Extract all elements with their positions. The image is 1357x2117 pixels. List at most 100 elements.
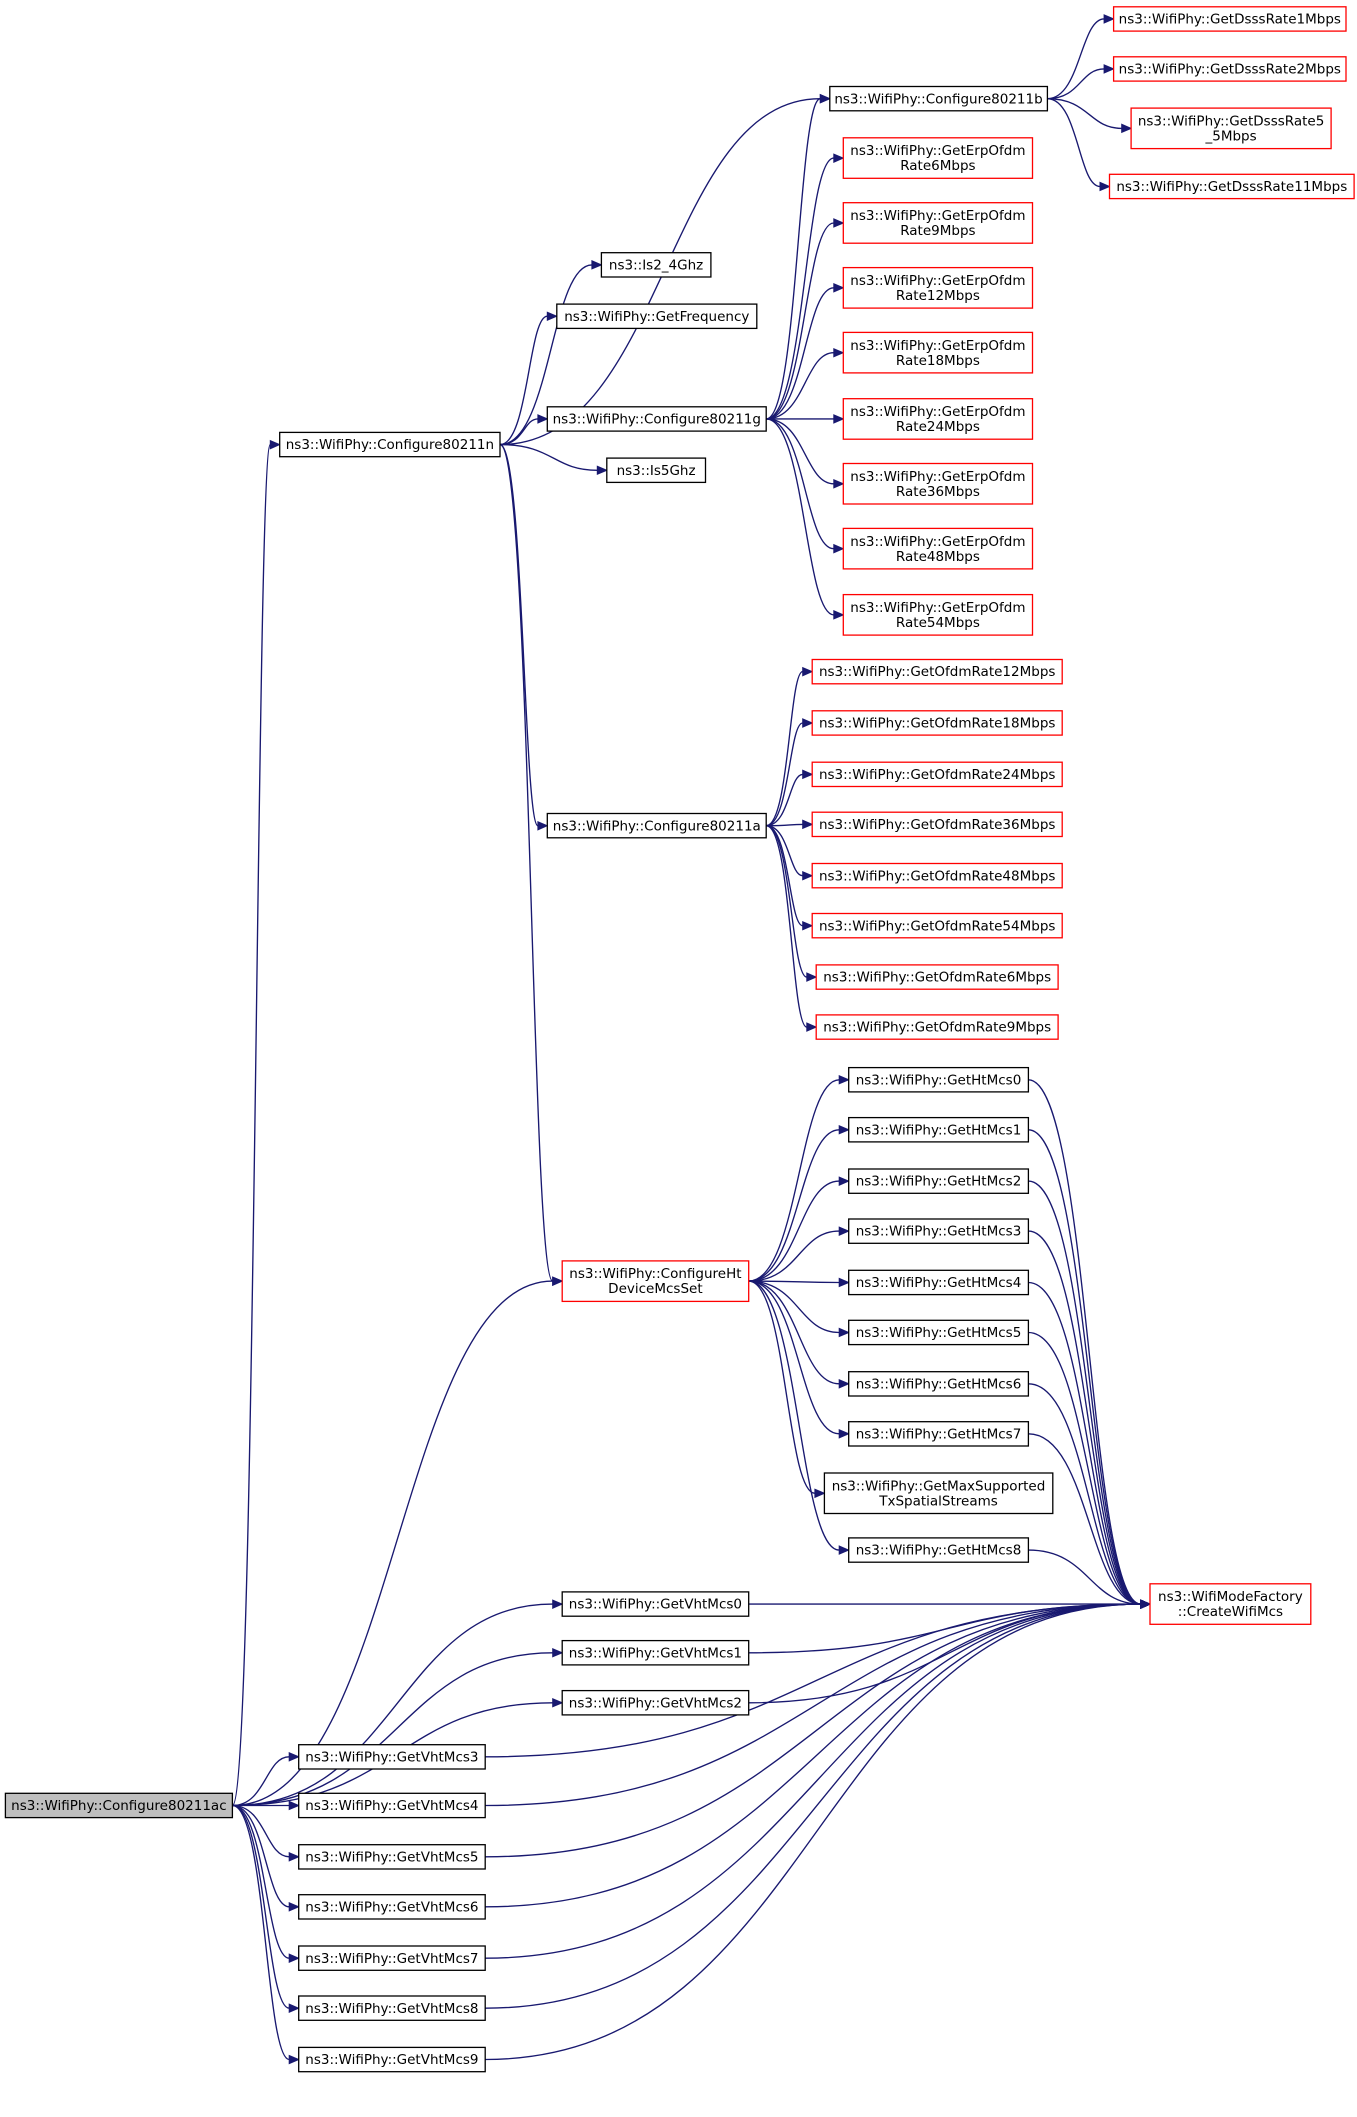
node-ht8[interactable]: ns3::WifiPhy::GetHtMcs8 xyxy=(848,1537,1030,1563)
node-label: TxSpatialStreams xyxy=(878,1493,998,1509)
node-vht8[interactable]: ns3::WifiPhy::GetVhtMcs8 xyxy=(298,1995,486,2021)
node-ht6[interactable]: ns3::WifiPhy::GetHtMcs6 xyxy=(848,1371,1030,1397)
node-vht2[interactable]: ns3::WifiPhy::GetVhtMcs2 xyxy=(561,1689,750,1716)
node-label: Rate54Mbps xyxy=(896,615,980,631)
node-c11ac[interactable]: ns3::WifiPhy::Configure80211ac xyxy=(4,1792,234,1819)
node-box xyxy=(1108,173,1355,200)
node-vht9[interactable]: ns3::WifiPhy::GetVhtMcs9 xyxy=(298,2046,486,2073)
node-box xyxy=(823,1472,1054,1515)
call-edge-cht-ht4 xyxy=(748,1277,850,1288)
edge-line xyxy=(766,287,834,420)
node-ht4[interactable]: ns3::WifiPhy::GetHtMcs4 xyxy=(848,1269,1030,1296)
node-maxtx[interactable]: ns3::WifiPhy::GetMaxSupportedTxSpatialSt… xyxy=(823,1472,1054,1515)
node-label: ns3::WifiPhy::GetHtMcs7 xyxy=(856,1426,1022,1442)
node-vht4[interactable]: ns3::WifiPhy::GetVhtMcs4 xyxy=(298,1792,486,1819)
arrowhead-icon xyxy=(833,543,845,554)
arrowhead-icon xyxy=(288,2003,300,2013)
node-dsss2[interactable]: ns3::WifiPhy::GetDsssRate2Mbps xyxy=(1112,56,1347,82)
node-ht3[interactable]: ns3::WifiPhy::GetHtMcs3 xyxy=(848,1218,1030,1244)
edge-line xyxy=(765,670,804,827)
node-box xyxy=(848,1421,1030,1447)
node-ht2[interactable]: ns3::WifiPhy::GetHtMcs2 xyxy=(848,1168,1030,1194)
node-ofdm48[interactable]: ns3::WifiPhy::GetOfdmRate48Mbps xyxy=(811,862,1063,889)
node-box xyxy=(815,1014,1059,1040)
node-c11a[interactable]: ns3::WifiPhy::Configure80211a xyxy=(546,812,767,839)
node-is5[interactable]: ns3::Is5Ghz xyxy=(606,457,707,484)
node-label: ns3::WifiPhy::GetOfdmRate36Mbps xyxy=(819,817,1056,833)
node-vht1[interactable]: ns3::WifiPhy::GetVhtMcs1 xyxy=(561,1639,750,1666)
call-edge-c11n-is24 xyxy=(499,260,603,446)
node-ht1[interactable]: ns3::WifiPhy::GetHtMcs1 xyxy=(848,1116,1030,1143)
node-ofdm9[interactable]: ns3::WifiPhy::GetOfdmRate9Mbps xyxy=(815,1014,1059,1040)
node-ofdm24[interactable]: ns3::WifiPhy::GetOfdmRate24Mbps xyxy=(811,761,1063,788)
arrowhead-icon xyxy=(288,1852,300,1862)
node-c11b[interactable]: ns3::WifiPhy::Configure80211b xyxy=(829,85,1049,112)
node-ofdm36[interactable]: ns3::WifiPhy::GetOfdmRate36Mbps xyxy=(811,811,1063,838)
edge-line xyxy=(748,1280,840,1551)
edge-line xyxy=(766,418,834,485)
node-box xyxy=(848,1218,1030,1244)
node-ht7[interactable]: ns3::WifiPhy::GetHtMcs7 xyxy=(848,1421,1030,1447)
edge-line xyxy=(1028,1129,1141,1605)
call-edge-cht-ht7 xyxy=(748,1280,850,1439)
node-box xyxy=(842,462,1034,505)
node-label: Rate18Mbps xyxy=(896,353,980,369)
node-label: ns3::WifiPhy::GetErpOfdm xyxy=(850,534,1025,550)
node-vht7[interactable]: ns3::WifiPhy::GetVhtMcs7 xyxy=(298,1945,486,1971)
edge-line xyxy=(1028,1079,1141,1605)
node-label: ns3::WifiPhy::GetErpOfdm xyxy=(850,338,1025,354)
node-c11g[interactable]: ns3::WifiPhy::Configure80211g xyxy=(546,406,767,432)
node-dsss1[interactable]: ns3::WifiPhy::GetDsssRate1Mbps xyxy=(1112,6,1347,32)
edge-line xyxy=(231,443,271,1807)
node-vht5[interactable]: ns3::WifiPhy::GetVhtMcs5 xyxy=(298,1844,486,1870)
node-label: ns3::WifiPhy::GetErpOfdm xyxy=(850,404,1025,420)
node-dsss11[interactable]: ns3::WifiPhy::GetDsssRate11Mbps xyxy=(1108,173,1355,200)
node-label: ns3::WifiPhy::GetVhtMcs2 xyxy=(569,1695,742,1711)
call-edge-c11b-dsss1 xyxy=(1047,14,1115,100)
node-dsss55[interactable]: ns3::WifiPhy::GetDsssRate5_5Mbps xyxy=(1130,107,1332,150)
node-label: ns3::WifiPhy::GetHtMcs0 xyxy=(856,1072,1022,1088)
node-ofdm54[interactable]: ns3::WifiPhy::GetOfdmRate54Mbps xyxy=(811,912,1063,939)
edge-line xyxy=(485,1603,1141,1807)
edge-line xyxy=(232,1652,553,1807)
node-ht0[interactable]: ns3::WifiPhy::GetHtMcs0 xyxy=(848,1066,1030,1093)
node-label: ns3::WifiPhy::GetVhtMcs4 xyxy=(305,1798,478,1814)
edge-line xyxy=(766,825,803,877)
node-vht6[interactable]: ns3::WifiPhy::GetVhtMcs6 xyxy=(298,1894,486,1920)
node-factory[interactable]: ns3::WifiModeFactory::CreateWifiMcs xyxy=(1149,1583,1312,1625)
call-edge-c11g-erp24 xyxy=(766,414,845,424)
node-box xyxy=(1112,56,1347,82)
arrowhead-icon xyxy=(596,465,609,476)
node-box xyxy=(811,710,1063,736)
node-vht0[interactable]: ns3::WifiPhy::GetVhtMcs0 xyxy=(561,1591,750,1617)
arrowhead-icon xyxy=(838,1379,850,1389)
node-ofdm18[interactable]: ns3::WifiPhy::GetOfdmRate18Mbps xyxy=(811,710,1063,736)
call-edge-c11ac-vht0 xyxy=(232,1599,564,1807)
call-edge-cht-ht2 xyxy=(748,1176,850,1282)
node-label: ns3::WifiPhy::GetHtMcs5 xyxy=(856,1325,1022,1341)
node-ofdm6[interactable]: ns3::WifiPhy::GetOfdmRate6Mbps xyxy=(815,964,1059,990)
node-box xyxy=(811,761,1063,788)
node-is24[interactable]: ns3::Is2_4Ghz xyxy=(600,252,712,278)
node-box xyxy=(842,527,1034,570)
node-c11n[interactable]: ns3::WifiPhy::Configure80211n xyxy=(279,431,501,458)
node-ht5[interactable]: ns3::WifiPhy::GetHtMcs5 xyxy=(848,1319,1030,1346)
node-ofdm12[interactable]: ns3::WifiPhy::GetOfdmRate12Mbps xyxy=(811,658,1063,685)
node-label: ns3::WifiPhy::GetErpOfdm xyxy=(850,469,1025,485)
node-box xyxy=(848,1269,1030,1296)
node-box xyxy=(556,303,758,330)
node-getfreq[interactable]: ns3::WifiPhy::GetFrequency xyxy=(556,303,758,330)
node-label: ns3::WifiPhy::GetOfdmRate54Mbps xyxy=(819,918,1056,934)
edge-line xyxy=(1028,1383,1141,1605)
node-vht3[interactable]: ns3::WifiPhy::GetVhtMcs3 xyxy=(298,1744,486,1770)
call-edge-c11g-erp54 xyxy=(766,418,845,620)
